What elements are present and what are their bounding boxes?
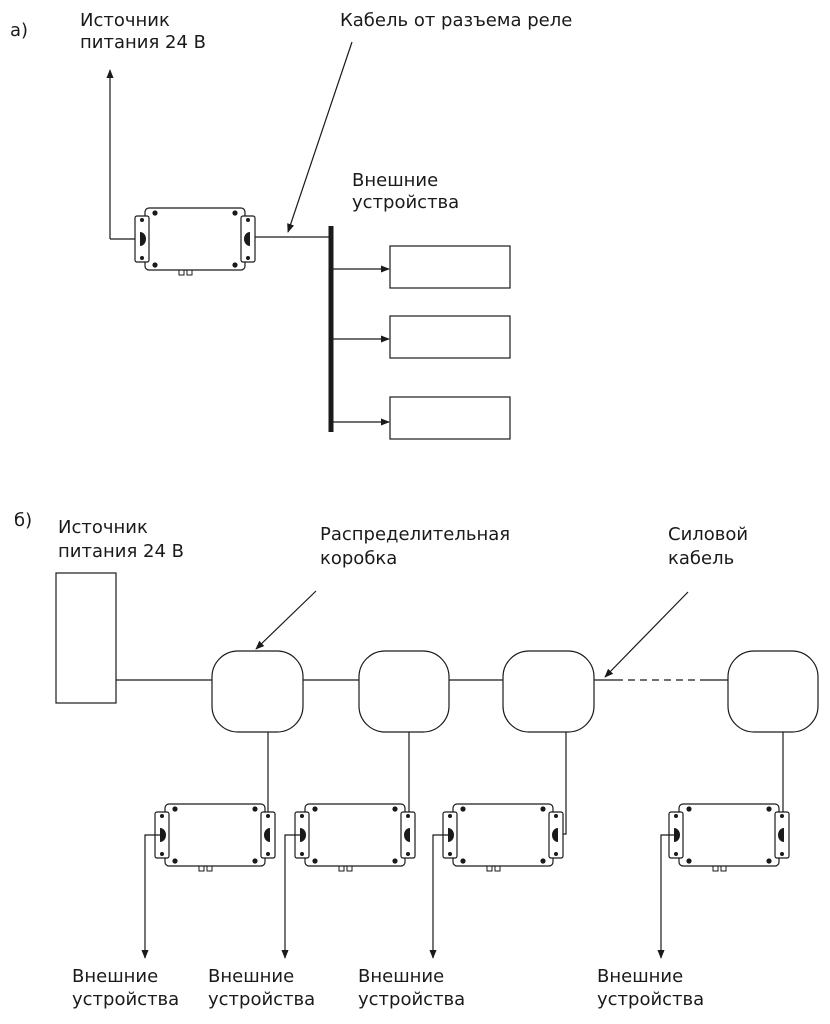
relay-module-icon xyxy=(294,803,416,872)
junction-box-label: Распределительная коробка xyxy=(320,524,516,569)
power-cable-leader xyxy=(604,591,689,678)
part-b-label: б) xyxy=(14,510,32,531)
external-devices-label-b-3: Внешние устройства xyxy=(358,966,465,1010)
part-a-label: а) xyxy=(10,20,28,41)
power-source-box-b xyxy=(55,572,117,704)
device-box-a-3 xyxy=(389,396,511,440)
power-cable-label: Силовой кабель xyxy=(668,524,754,569)
relay-cable-leader xyxy=(287,41,353,233)
power-source-label-a: Источник питания 24 В xyxy=(80,10,206,53)
junction-box-1 xyxy=(211,650,304,733)
junction-box-3 xyxy=(502,650,595,733)
external-devices-label-b-2: Внешние устройства xyxy=(208,966,315,1010)
power-source-label-b: Источник питания 24 В xyxy=(58,517,184,562)
output-arrow-4 xyxy=(657,834,674,959)
output-arrow-3 xyxy=(429,834,448,959)
junction-box-leader xyxy=(255,590,317,650)
external-devices-label-b-4: Внешние устройства xyxy=(597,966,704,1010)
relay-module-icon xyxy=(442,803,564,872)
relay-module-icon xyxy=(668,803,790,872)
junction-box-4 xyxy=(727,650,819,733)
relay-cable-label: Кабель от разъема реле xyxy=(340,10,572,31)
part-a: а) Источник питания 24 В Кабель от разъе… xyxy=(10,10,572,440)
relay-module-icon xyxy=(154,803,276,872)
relay-module-icon xyxy=(134,207,256,276)
external-devices-label-b-1: Внешние устройства xyxy=(72,966,179,1010)
device-box-a-2 xyxy=(389,315,511,359)
device-box-a-1 xyxy=(389,245,511,289)
part-b: б) Источник питания 24 В Распределительн… xyxy=(14,510,819,1010)
output-arrow-1 xyxy=(141,834,160,959)
junction-box-2 xyxy=(358,650,450,733)
external-devices-label-a: Внешние устройства xyxy=(352,170,459,213)
output-arrow-2 xyxy=(281,834,300,959)
